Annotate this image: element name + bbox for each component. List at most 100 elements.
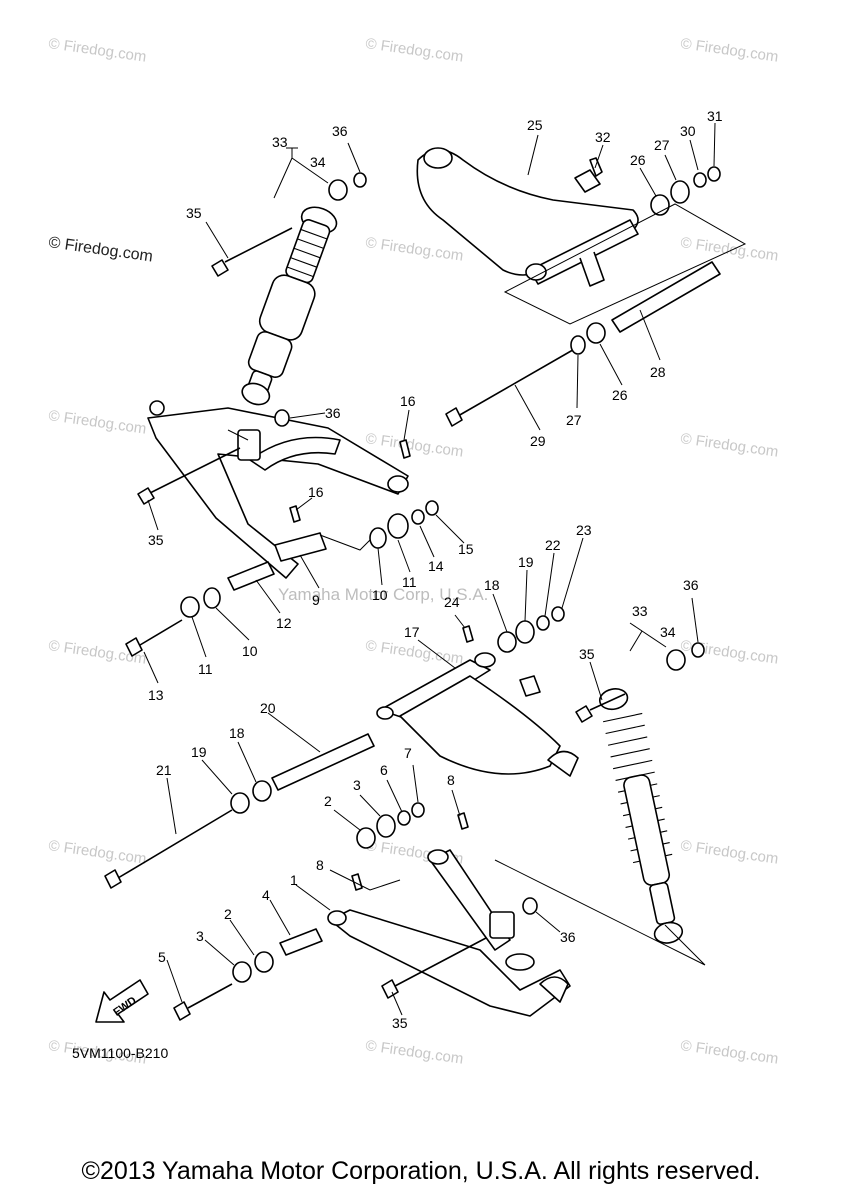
callout-27: 27 [566,412,582,428]
watermark-text: © Firedog.com [47,407,147,438]
callout-1: 1 [290,872,298,888]
forward-direction-arrow: FWD [95,979,149,1023]
watermark-text: © Firedog.com [364,35,464,66]
washer-19-a [515,620,535,644]
watermark-text: © Firedog.com [679,35,779,66]
callout-31: 31 [707,108,723,124]
callout-6: 6 [380,762,388,778]
watermark-text: © Firedog.com [364,1037,464,1068]
assembly-outline-upper [503,203,747,325]
callout-13: 13 [148,687,164,703]
callout-4: 4 [262,887,270,903]
callout-3: 3 [353,777,361,793]
diagram-code: 5VM1100-B210 [72,1045,168,1061]
callout-2: 2 [224,906,232,922]
callout-32: 32 [595,129,611,145]
callout-18: 18 [484,577,500,593]
collar-20 [271,733,375,791]
callout-21: 21 [156,762,172,778]
bushing-18-b [252,780,272,802]
collar-12 [227,561,275,591]
bolt-5 [173,983,233,1021]
washer-30 [693,172,707,188]
watermark-text: © Firedog.com [679,234,779,265]
watermark-text: © Firedog.com [47,234,153,265]
callout-7: 7 [404,745,412,761]
callout-34: 34 [660,624,676,640]
bushing-34-lower [666,649,686,671]
bolt-21 [104,809,233,889]
callout-19: 19 [518,554,534,570]
grease-fitting-8-a [457,812,469,830]
callout-20: 20 [260,700,276,716]
washer-19-b [230,792,250,814]
nut-36-upper [353,172,367,188]
bushing-26-lower [586,322,606,344]
grease-fitting-24 [462,625,474,643]
upper-arm-25 [416,147,639,287]
grease-fitting-16-b [289,505,301,523]
lower-arm-upper-section [147,400,409,579]
copyright-notice: ©2013 Yamaha Motor Corporation, U.S.A. A… [81,1157,761,1185]
watermark-text: © Firedog.com [679,430,779,461]
callout-9: 9 [312,592,320,608]
callout-35: 35 [148,532,164,548]
watermark-text: © Firedog.com [364,637,464,668]
callout-16: 16 [400,393,416,409]
watermark-text: © Firedog.com [679,1037,779,1068]
callout-11: 11 [402,574,417,590]
callout-33: 33 [272,134,288,150]
washer-11-b [180,596,200,618]
upper-shock-absorber [241,206,338,406]
washer-3-a [376,814,396,838]
callout-17: 17 [404,624,420,640]
callout-36: 36 [332,123,348,139]
callout-3: 3 [196,928,204,944]
washer-27-lower [570,335,586,355]
callout-25: 25 [527,117,543,133]
callout-16: 16 [308,484,324,500]
leader-lines [143,122,716,1016]
nut-7 [411,802,425,818]
callout-36: 36 [683,577,699,593]
watermark-text: © Firedog.com [679,837,779,868]
bolt-29 [445,346,579,427]
callout-10: 10 [242,643,258,659]
watermark-text: © Firedog.com [47,35,147,66]
callout-28: 28 [650,364,666,380]
callout-27: 27 [654,137,670,153]
washer-14 [411,509,425,525]
lower-shock-absorber [598,688,684,944]
bushing-34-upper [328,179,348,201]
callout-29: 29 [530,433,546,449]
bushing-10-b [203,587,221,609]
callout-24: 24 [444,594,460,610]
callout-36: 36 [560,929,576,945]
callout-26: 26 [612,387,628,403]
bolt-13 [125,619,183,657]
nut-15 [425,500,439,516]
callout-19: 19 [191,744,207,760]
callout-33: 33 [632,603,648,619]
callout-labels: 33 36 34 35 25 32 26 27 30 31 28 26 27 2… [148,108,723,1031]
washer-22 [536,615,550,631]
bushing-18-a [497,631,517,653]
callout-5: 5 [158,949,166,965]
bushing-2-b [254,951,274,973]
bolt-35-bottom [381,937,487,999]
washer-3-b [232,961,252,983]
washer-6 [397,810,411,826]
callout-34: 34 [310,154,326,170]
callout-36: 36 [325,405,341,421]
bolt-35-middle [137,447,241,505]
callout-8: 8 [447,772,455,788]
watermark-text: © Firedog.com [364,234,464,265]
callout-11: 11 [198,661,213,677]
callout-2: 2 [324,793,332,809]
watermark-text: © Firedog.com [364,430,464,461]
watermark-center-text: Yamaha Motor Corp, U.S.A. [278,585,488,604]
callout-15: 15 [458,541,474,557]
grease-fitting-16-a [399,439,411,459]
callout-35: 35 [186,205,202,221]
